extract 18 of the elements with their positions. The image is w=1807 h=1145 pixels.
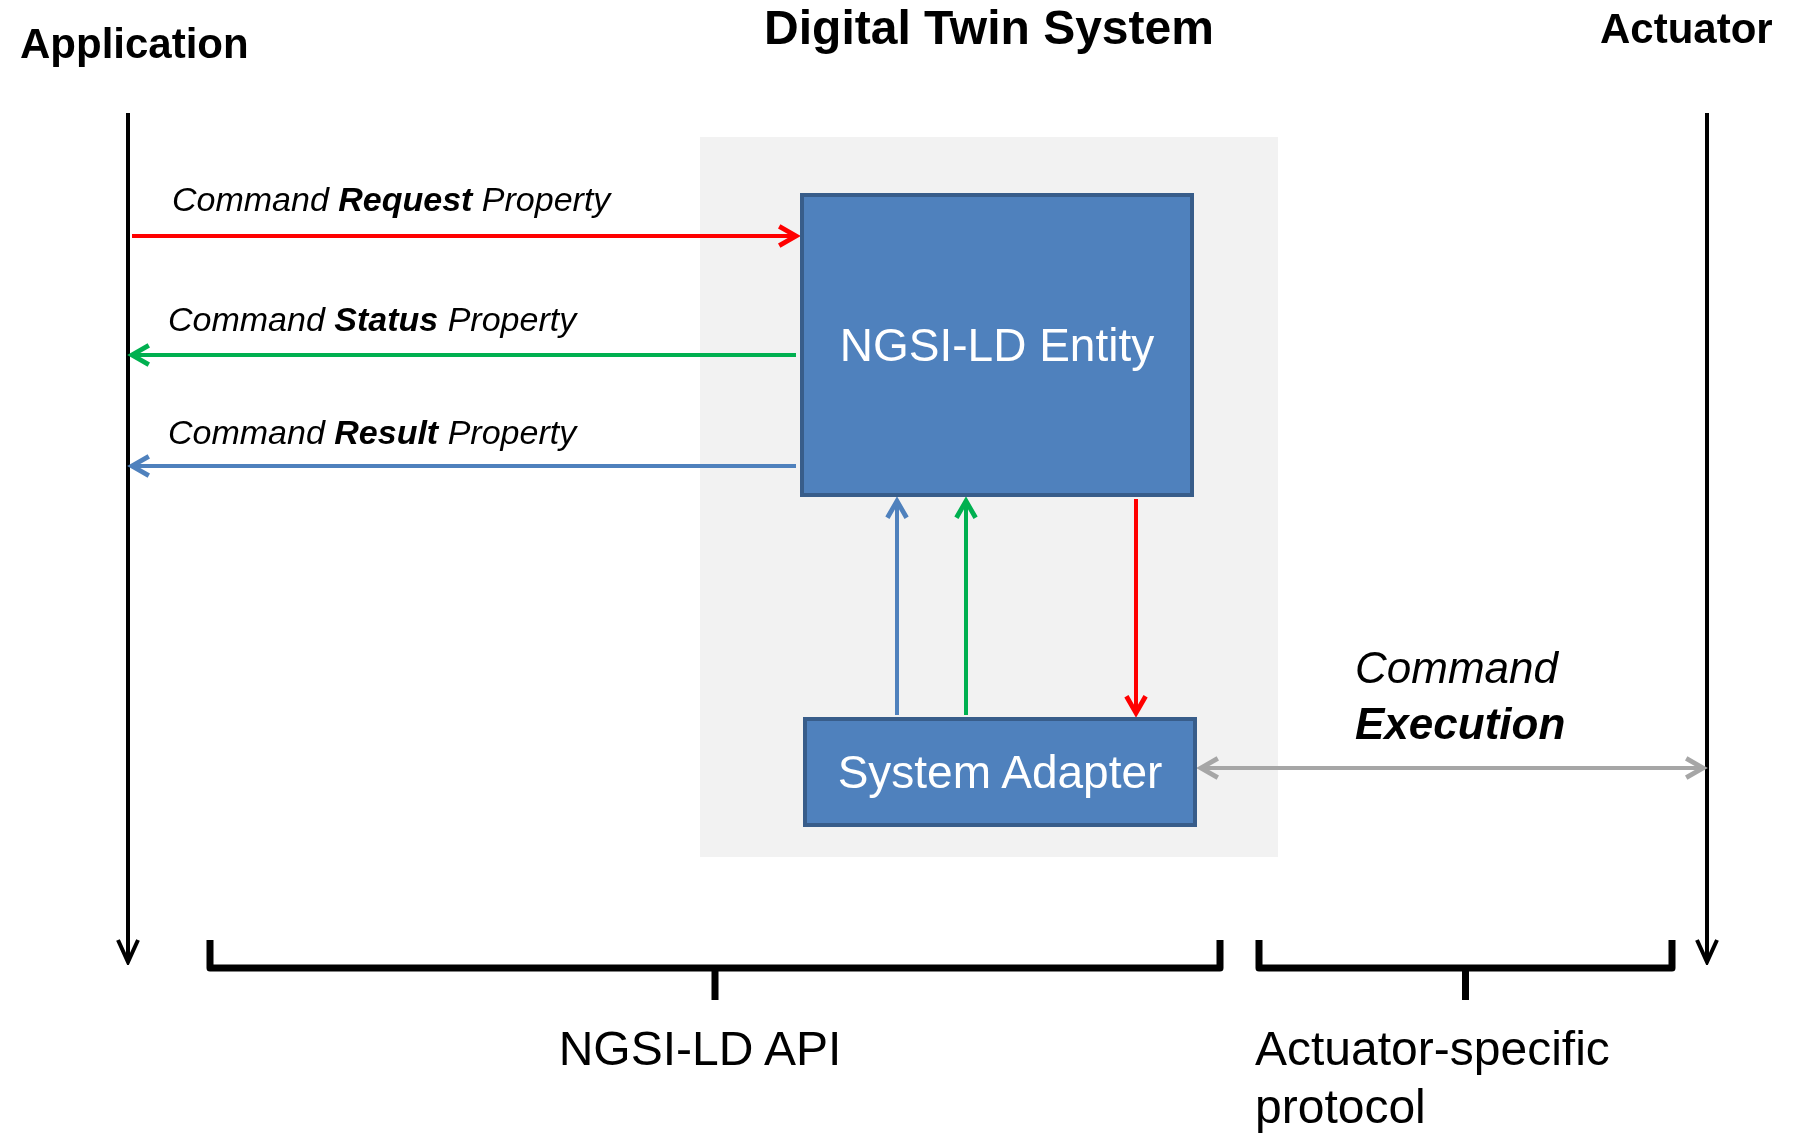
bracket-label: Actuator-specific protocol: [1255, 1021, 1611, 1135]
arrow: [129, 454, 796, 478]
lifeline-heading: Application: [20, 20, 249, 68]
process-box: System Adapter: [803, 717, 1197, 827]
arrow: [954, 498, 978, 715]
edge-label: Command Request Property: [172, 180, 611, 219]
edge-label: Command Status Property: [168, 300, 577, 339]
arrow: [1124, 499, 1148, 716]
arrow: [129, 343, 796, 367]
arrow: [1198, 756, 1706, 780]
bracket-label: NGSI-LD API: [557, 1021, 843, 1077]
edge-label: Command Execution: [1355, 642, 1567, 750]
lifeline-heading: Actuator: [1600, 5, 1773, 53]
group-title: Digital Twin System: [763, 0, 1215, 55]
edge-label: Command Result Property: [168, 413, 577, 452]
process-box: NGSI-LD Entity: [800, 193, 1194, 497]
arrow: [132, 224, 799, 248]
arrow: [885, 498, 909, 715]
